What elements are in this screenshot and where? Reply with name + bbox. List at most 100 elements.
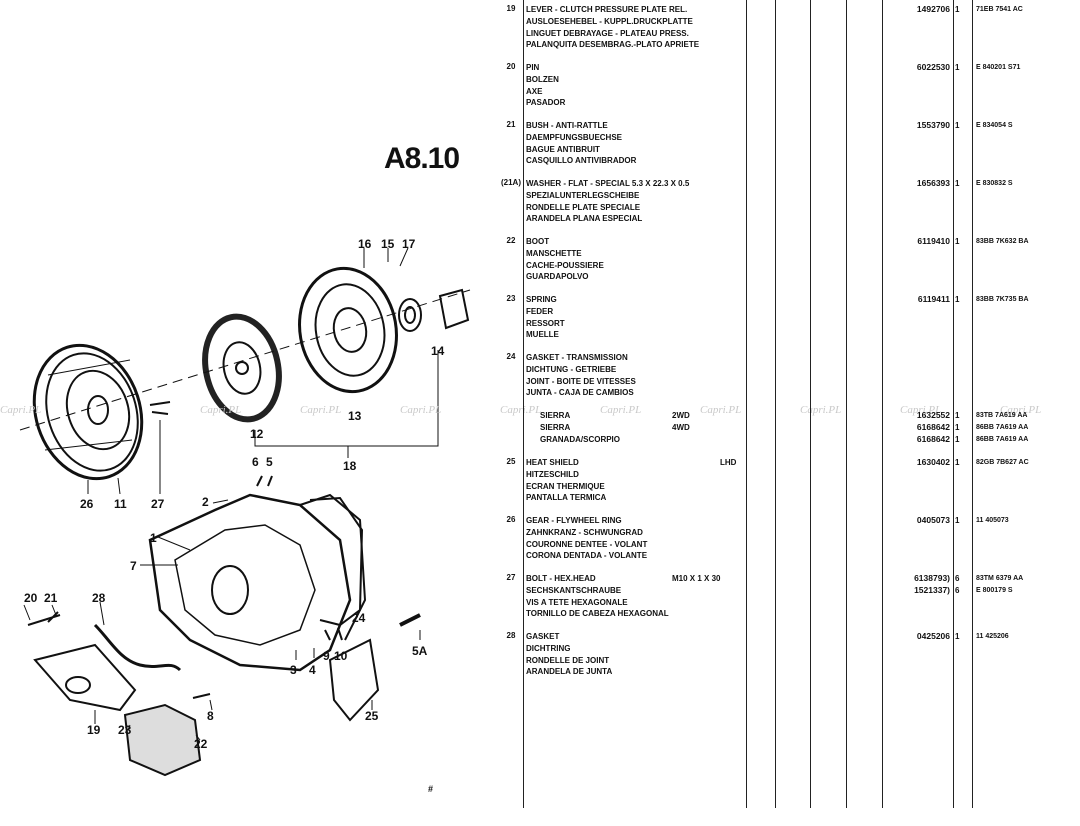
quantity: 1: [955, 63, 960, 72]
ford-number: 11 405073: [976, 517, 1009, 524]
quantity: 1: [955, 295, 960, 304]
spec: M10 X 1 X 30: [672, 574, 721, 583]
callout-6: 6: [252, 455, 259, 469]
part-number: 1553790: [916, 120, 950, 130]
table-rule: [523, 0, 524, 808]
callout-17: 17: [402, 237, 416, 251]
ford-number: E 800179 S: [976, 587, 1013, 594]
callout-8: 8: [207, 709, 214, 723]
description: LEVER - CLUTCH PRESSURE PLATE REL.AUSLOE…: [526, 5, 700, 50]
part-number: 6168642: [916, 422, 950, 432]
ford-number: 86BB 7A619 AA: [976, 436, 1029, 443]
ref-number: 27: [506, 573, 516, 582]
callout-1: 1: [150, 531, 157, 545]
callout-13: 13: [348, 409, 362, 423]
callout-14: 14: [431, 344, 445, 358]
part-number: 6138793): [914, 573, 950, 583]
part-number: 1521337): [914, 585, 950, 595]
quantity: 6: [955, 574, 960, 583]
quantity: 6: [955, 586, 960, 595]
ref-number: (21A): [500, 178, 521, 187]
ford-number: 83BB 7K632 BA: [976, 238, 1029, 245]
watermark: Capri.PL: [300, 404, 342, 416]
quantity: 1: [955, 516, 960, 525]
page-mark: #: [428, 784, 434, 794]
quantity: 1: [955, 179, 960, 188]
table-rule: [746, 0, 747, 808]
quantity: 1: [955, 632, 960, 641]
watermark: Capri.PL: [900, 404, 942, 416]
callout-4: 4: [309, 663, 316, 677]
ref-number: 22: [506, 236, 516, 245]
watermark: Capri.PL: [400, 404, 442, 416]
ref-number: 26: [506, 515, 516, 524]
watermark: Capri.PL: [600, 404, 642, 416]
callout-24: 24: [352, 611, 366, 625]
part-number: 1492706: [916, 4, 950, 14]
callout-28: 28: [92, 591, 106, 605]
watermark: Capri.PL: [200, 404, 242, 416]
description: WASHER - FLAT - SPECIAL 5.3 X 22.3 X 0.5…: [526, 179, 690, 224]
watermark: Capri.PL: [1000, 404, 1042, 416]
model-label: SIERRA: [540, 423, 571, 432]
ref-number: 28: [506, 631, 516, 640]
callout-7: 7: [130, 559, 137, 573]
ford-number: 71EB 7541 AC: [976, 6, 1023, 13]
callout-3: 3: [290, 663, 297, 677]
callout-27: 27: [151, 497, 165, 511]
model-label: SIERRA: [540, 411, 571, 420]
table-rule: [810, 0, 811, 808]
callout-12: 12: [250, 427, 264, 441]
part-number: 1656393: [916, 178, 950, 188]
callout-21: 21: [44, 591, 58, 605]
watermark: Capri.PL: [700, 404, 742, 416]
quantity: 1: [955, 5, 960, 14]
table-rule: [953, 0, 954, 808]
part-number: 0425206: [916, 631, 950, 641]
callout-20: 20: [24, 591, 38, 605]
part-number: 6168642: [916, 434, 950, 444]
callout-23: 23: [118, 723, 132, 737]
part-number: 1630402: [916, 457, 950, 467]
ford-number: 83TM 6379 AA: [976, 575, 1024, 582]
callout-9: 9: [323, 649, 330, 663]
ford-number: 86BB 7A619 AA: [976, 424, 1029, 431]
quantity: 1: [955, 411, 960, 420]
callout-11: 11: [114, 497, 127, 511]
drive-type: 4WD: [672, 423, 690, 432]
quantity: 1: [955, 237, 960, 246]
ref-number: 19: [506, 4, 516, 13]
ford-number: E 834054 S: [976, 122, 1013, 129]
ref-number: 21: [506, 120, 516, 129]
callout-10: 10: [334, 649, 348, 663]
ford-number: 11 425206: [976, 633, 1009, 640]
table-rule: [775, 0, 776, 808]
callout-25: 25: [365, 709, 379, 723]
callout-5a: 5A: [412, 644, 428, 658]
plate-title: A8.10: [384, 142, 460, 175]
ford-number: E 830832 S: [976, 180, 1013, 187]
callout-2: 2: [202, 495, 209, 509]
callout-18: 18: [343, 459, 357, 473]
ref-number: 25: [506, 457, 516, 466]
part-number: 6119410: [917, 236, 950, 246]
ref-number: 24: [506, 352, 516, 361]
ford-number: 83BB 7K735 BA: [976, 296, 1029, 303]
ford-number: 83TB 7A619 AA: [976, 412, 1028, 419]
watermark: Capri.PL: [0, 404, 42, 416]
watermark: Capri.PL: [500, 404, 542, 416]
watermark: Capri.PL: [800, 404, 842, 416]
callout-22: 22: [194, 737, 208, 751]
callout-16: 16: [358, 237, 372, 251]
callout-19: 19: [87, 723, 101, 737]
quantity: 1: [955, 423, 960, 432]
callout-15: 15: [381, 237, 395, 251]
